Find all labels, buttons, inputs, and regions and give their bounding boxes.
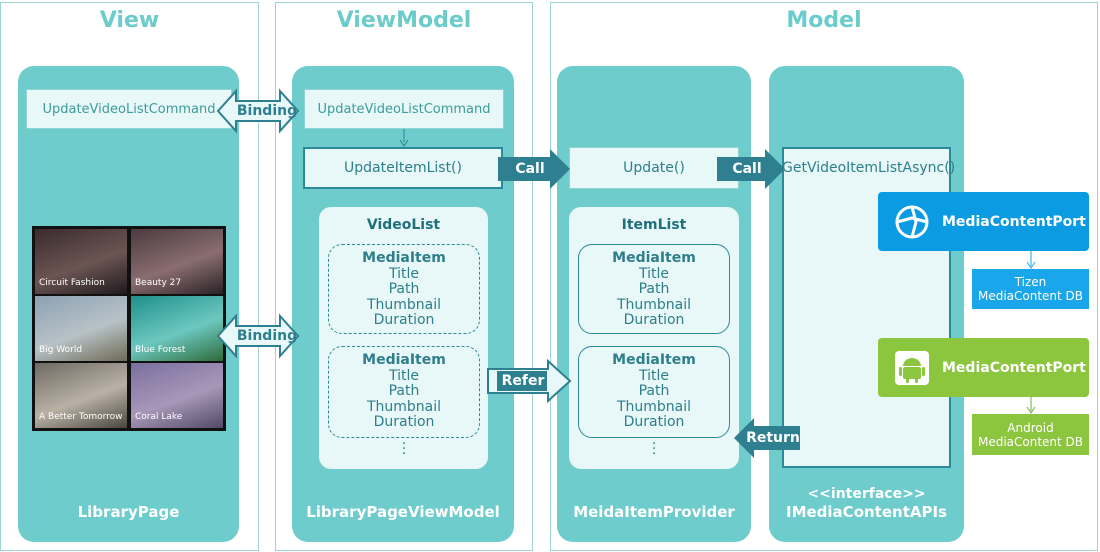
- viewmodel-title: ViewModel: [336, 8, 472, 33]
- tizen-db-line2: MediaContent DB: [977, 289, 1084, 303]
- item-list-ellipsis: ···: [651, 436, 657, 462]
- video-thumbnail[interactable]: Circuit Fashion: [35, 229, 127, 294]
- tizen-media-content-port: MediaContentPort: [878, 192, 1089, 251]
- return-label: Return: [746, 430, 800, 446]
- item-list-title: ItemList: [621, 217, 687, 233]
- video-thumbnail[interactable]: Beauty 27: [131, 229, 223, 294]
- get-video-item-list-async-method: GetVideoItemListAsync(): [782, 160, 956, 176]
- video-list-item-2: MediaItem Title Path Thumbnail Duration: [328, 346, 480, 438]
- video-thumbnail-label: A Better Tomorrow: [39, 412, 123, 422]
- item-list-panel: [569, 207, 739, 469]
- media-item-field-path: Path: [388, 383, 420, 399]
- media-item-field-duration: Duration: [623, 414, 685, 430]
- android-db-line2: MediaContent DB: [977, 434, 1084, 449]
- tizen-media-content-db: Tizen MediaContent DB: [972, 269, 1089, 309]
- media-item-title: MediaItem: [612, 352, 696, 368]
- media-item-field-thumbnail: Thumbnail: [616, 398, 692, 415]
- tizen-db-line1: Tizen: [1014, 275, 1047, 289]
- media-item-field-title: Title: [638, 265, 669, 282]
- media-item-field-path: Path: [638, 281, 670, 297]
- media-item-field-title: Title: [388, 265, 419, 282]
- android-db-line1: Android: [1007, 420, 1054, 435]
- media-item-field-title: Title: [388, 367, 419, 384]
- interface-stereotype-label: <<interface>>: [807, 486, 926, 502]
- media-item-field-duration: Duration: [373, 414, 435, 430]
- video-list-item-1: MediaItem Title Path Thumbnail Duration: [328, 244, 480, 334]
- media-item-field-path: Path: [638, 383, 670, 399]
- update-item-list-method: UpdateItemList(): [303, 147, 503, 189]
- call-label-1: Call: [515, 161, 545, 177]
- media-item-title: MediaItem: [362, 250, 446, 266]
- media-item-field-title: Title: [638, 367, 669, 384]
- video-thumbnail[interactable]: A Better Tomorrow: [35, 363, 127, 428]
- binding-label-mid: Binding: [236, 328, 298, 344]
- media-item-field-duration: Duration: [373, 312, 435, 328]
- video-list-title: VideoList: [366, 217, 441, 233]
- refer-label: Refer: [501, 373, 545, 389]
- view-command-box: UpdateVideoListCommand: [26, 89, 232, 129]
- imedia-content-apis-label: IMediaContentAPIs: [786, 503, 947, 521]
- video-thumbnail[interactable]: Coral Lake: [131, 363, 223, 428]
- video-list-panel: [319, 207, 488, 469]
- media-item-field-thumbnail: Thumbnail: [616, 296, 692, 313]
- media-item-field-thumbnail: Thumbnail: [366, 398, 442, 415]
- video-thumbnail-label: Beauty 27: [135, 278, 182, 288]
- video-thumbnail-label: Blue Forest: [135, 345, 186, 355]
- tizen-port-label: MediaContentPort: [942, 213, 1086, 230]
- library-page-viewmodel-label: LibraryPageViewModel: [306, 503, 500, 521]
- media-item-title: MediaItem: [362, 352, 446, 368]
- update-method: Update(): [569, 147, 739, 189]
- media-item-provider-label: MeidaItemProvider: [573, 503, 735, 521]
- item-list-item-2: MediaItem Title Path Thumbnail Duration: [578, 346, 730, 438]
- video-thumbnail[interactable]: Big World: [35, 296, 127, 361]
- view-title: View: [99, 8, 160, 33]
- library-page-label: LibraryPage: [77, 503, 180, 521]
- media-item-field-thumbnail: Thumbnail: [366, 296, 442, 313]
- video-thumbnail-label: Big World: [39, 345, 83, 355]
- tizen-icon: [895, 205, 929, 238]
- video-list-ellipsis: ···: [401, 436, 407, 462]
- media-item-field-path: Path: [388, 281, 420, 297]
- item-list-item-1: MediaItem Title Path Thumbnail Duration: [578, 244, 730, 334]
- model-title: Model: [786, 8, 862, 33]
- video-thumbnail-label: Coral Lake: [135, 412, 183, 422]
- binding-label-top: Binding: [236, 103, 298, 119]
- android-media-content-port: MediaContentPort: [878, 338, 1089, 397]
- android-media-content-db: Android MediaContent DB: [972, 414, 1089, 455]
- android-port-label: MediaContentPort: [942, 359, 1086, 376]
- video-thumbnail-label: Circuit Fashion: [39, 278, 105, 288]
- viewmodel-command-box: UpdateVideoListCommand: [304, 89, 504, 129]
- thumbnail-grid: Circuit Fashion Beauty 27 Big World Blue Fo…: [32, 226, 226, 431]
- android-icon: [895, 350, 929, 385]
- media-item-field-duration: Duration: [623, 312, 685, 328]
- video-thumbnail[interactable]: Blue Forest: [131, 296, 223, 361]
- call-label-2: Call: [732, 161, 762, 177]
- media-item-title: MediaItem: [612, 250, 696, 266]
